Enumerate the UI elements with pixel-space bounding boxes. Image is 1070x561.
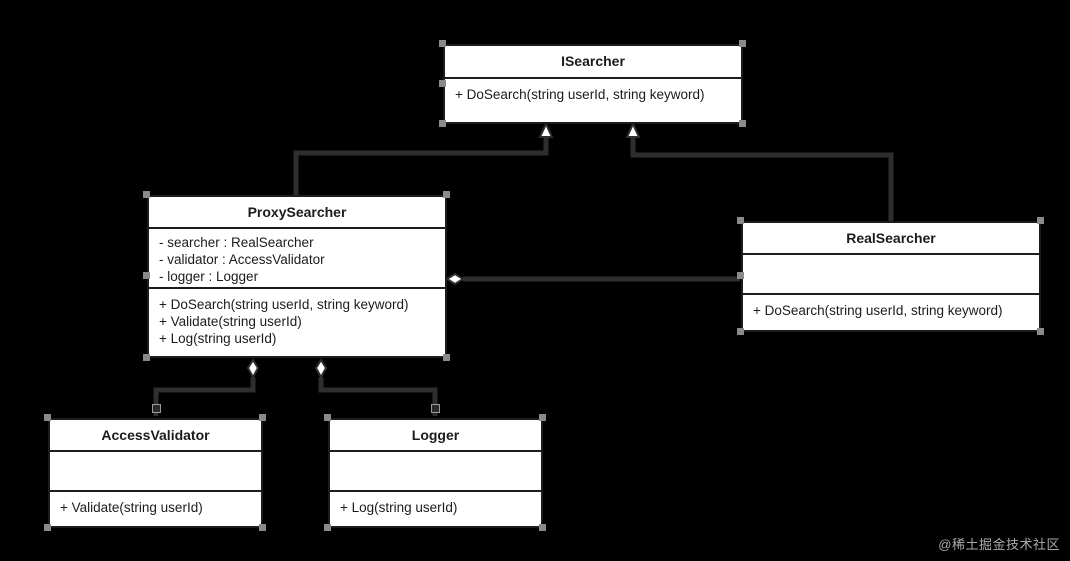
class-operations-logger: + Log(string userId) bbox=[330, 492, 541, 524]
selection-handle[interactable] bbox=[439, 80, 446, 87]
selection-handle[interactable] bbox=[259, 414, 266, 421]
attribute-line: - validator : AccessValidator bbox=[159, 252, 325, 267]
selection-handle[interactable] bbox=[259, 524, 266, 531]
attribute-line: - logger : Logger bbox=[159, 269, 259, 284]
operation-line: + DoSearch(string userId, string keyword… bbox=[455, 87, 705, 102]
class-operations-isearcher: + DoSearch(string userId, string keyword… bbox=[445, 79, 741, 111]
selection-handle[interactable] bbox=[143, 272, 150, 279]
class-operations-proxysearcher: + DoSearch(string userId, string keyword… bbox=[149, 289, 445, 355]
connection-point-handle[interactable] bbox=[431, 404, 440, 413]
uml-class-isearcher[interactable]: ISearcher + DoSearch(string userId, stri… bbox=[443, 44, 743, 124]
class-title-realsearcher: RealSearcher bbox=[743, 223, 1039, 255]
operation-line: + Validate(string userId) bbox=[159, 314, 302, 329]
uml-class-realsearcher[interactable]: RealSearcher + DoSearch(string userId, s… bbox=[741, 221, 1041, 332]
selection-handle[interactable] bbox=[539, 414, 546, 421]
class-title-proxysearcher: ProxySearcher bbox=[149, 197, 445, 229]
selection-handle[interactable] bbox=[737, 217, 744, 224]
uml-class-proxysearcher[interactable]: ProxySearcher - searcher : RealSearcher … bbox=[147, 195, 447, 358]
class-attributes-realsearcher bbox=[743, 255, 1039, 295]
class-attributes-accessvalidator bbox=[50, 452, 261, 492]
uml-class-accessvalidator[interactable]: AccessValidator + Validate(string userId… bbox=[48, 418, 263, 528]
selection-handle[interactable] bbox=[324, 414, 331, 421]
operation-line: + Log(string userId) bbox=[159, 331, 277, 346]
hollow-triangle-arrowhead bbox=[625, 121, 641, 138]
connector-proxysearcher-to-realsearcher[interactable] bbox=[445, 272, 740, 286]
connector-proxysearcher-to-accessvalidator[interactable] bbox=[153, 358, 260, 416]
selection-handle[interactable] bbox=[737, 272, 744, 279]
selection-handle[interactable] bbox=[443, 354, 450, 361]
class-operations-realsearcher: + DoSearch(string userId, string keyword… bbox=[743, 295, 1039, 327]
connection-point-handle[interactable] bbox=[152, 404, 161, 413]
hollow-diamond-marker bbox=[246, 358, 260, 380]
selection-handle[interactable] bbox=[739, 40, 746, 47]
hollow-diamond-marker bbox=[445, 272, 465, 286]
class-title-accessvalidator: AccessValidator bbox=[50, 420, 261, 452]
selection-handle[interactable] bbox=[439, 40, 446, 47]
operation-line: + DoSearch(string userId, string keyword… bbox=[159, 297, 409, 312]
class-title-isearcher: ISearcher bbox=[445, 46, 741, 79]
hollow-diamond-marker bbox=[314, 358, 328, 380]
hollow-triangle-arrowhead bbox=[538, 121, 554, 138]
selection-handle[interactable] bbox=[1037, 328, 1044, 335]
connector-proxysearcher-to-isearcher[interactable] bbox=[293, 121, 554, 196]
class-attributes-logger bbox=[330, 452, 541, 492]
operation-line: + Validate(string userId) bbox=[60, 500, 203, 515]
selection-handle[interactable] bbox=[143, 191, 150, 198]
selection-handle[interactable] bbox=[539, 524, 546, 531]
connector-realsearcher-to-isearcher[interactable] bbox=[625, 121, 894, 222]
selection-handle[interactable] bbox=[443, 191, 450, 198]
selection-handle[interactable] bbox=[739, 120, 746, 127]
operation-line: + DoSearch(string userId, string keyword… bbox=[753, 303, 1003, 318]
selection-handle[interactable] bbox=[439, 120, 446, 127]
operation-line: + Log(string userId) bbox=[340, 500, 458, 515]
selection-handle[interactable] bbox=[143, 354, 150, 361]
uml-class-logger[interactable]: Logger + Log(string userId) bbox=[328, 418, 543, 528]
selection-handle[interactable] bbox=[737, 328, 744, 335]
class-operations-accessvalidator: + Validate(string userId) bbox=[50, 492, 261, 524]
attribute-line: - searcher : RealSearcher bbox=[159, 235, 314, 250]
selection-handle[interactable] bbox=[44, 524, 51, 531]
class-attributes-proxysearcher: - searcher : RealSearcher - validator : … bbox=[149, 229, 445, 289]
selection-handle[interactable] bbox=[1037, 217, 1044, 224]
connector-proxysearcher-to-logger[interactable] bbox=[314, 358, 438, 416]
selection-handle[interactable] bbox=[324, 524, 331, 531]
selection-handle[interactable] bbox=[44, 414, 51, 421]
class-title-logger: Logger bbox=[330, 420, 541, 452]
watermark-label: @稀土掘金技术社区 bbox=[938, 537, 1060, 552]
